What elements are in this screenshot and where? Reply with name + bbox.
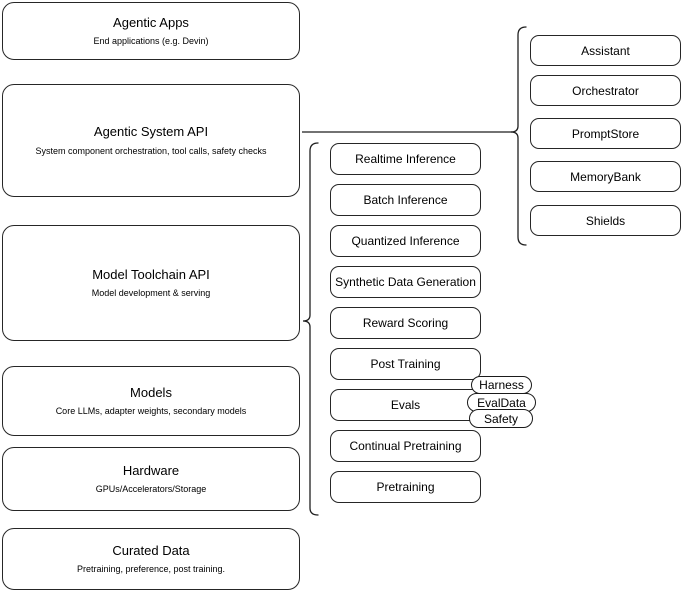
layer-title: Agentic System API [93, 124, 209, 140]
system-item-orchestrator[interactable]: Orchestrator [530, 75, 681, 106]
layer-title: Model Toolchain API [92, 266, 210, 282]
layer-title: Models [130, 384, 172, 400]
system-item-label: Assistant [581, 43, 630, 58]
evals-sub-label: EvalData [477, 395, 526, 410]
system-item-shields[interactable]: Shields [530, 205, 681, 236]
layer-agentic-apps[interactable]: Agentic Apps End applications (e.g. Devi… [2, 2, 300, 60]
layer-title: Curated Data [112, 542, 190, 558]
layer-model-toolchain-api[interactable]: Model Toolchain API Model development & … [2, 225, 300, 341]
evals-sub-label: Harness [479, 378, 524, 392]
system-item-memorybank[interactable]: MemoryBank [530, 161, 681, 192]
layer-models[interactable]: Models Core LLMs, adapter weights, secon… [2, 366, 300, 436]
layer-subtitle: GPUs/Accelerators/Storage [95, 484, 207, 494]
layer-title: Agentic Apps [113, 14, 189, 30]
system-brace-icon [510, 26, 527, 246]
layer-title: Hardware [122, 462, 180, 478]
toolchain-item-label: Evals [390, 398, 421, 412]
evals-sub-harness[interactable]: Harness [471, 376, 532, 394]
layer-agentic-system-api[interactable]: Agentic System API System component orch… [2, 84, 300, 197]
system-item-label: PromptStore [571, 126, 640, 141]
layer-subtitle: Model development & serving [91, 288, 211, 298]
evals-sub-label: Safety [483, 411, 519, 426]
system-item-assistant[interactable]: Assistant [530, 35, 681, 66]
toolchain-item-post-training[interactable]: Post Training [330, 348, 481, 380]
system-item-label: Shields [585, 213, 626, 228]
toolchain-item-batch-inference[interactable]: Batch Inference [330, 184, 481, 216]
toolchain-brace-icon [302, 142, 319, 516]
layer-subtitle: End applications (e.g. Devin) [93, 36, 209, 46]
toolchain-item-realtime-inference[interactable]: Realtime Inference [330, 143, 481, 175]
evals-sub-safety[interactable]: Safety [469, 409, 533, 428]
toolchain-item-synthetic-data-generation[interactable]: Synthetic Data Generation [330, 266, 481, 298]
layer-subtitle: Pretraining, preference, post training. [76, 564, 226, 574]
toolchain-item-evals[interactable]: Evals [330, 389, 481, 421]
layer-subtitle: System component orchestration, tool cal… [35, 145, 267, 156]
toolchain-item-label: Pretraining [376, 480, 435, 494]
toolchain-item-label: Continual Pretraining [349, 439, 462, 453]
toolchain-item-continual-pretraining[interactable]: Continual Pretraining [330, 430, 481, 462]
system-item-promptstore[interactable]: PromptStore [530, 118, 681, 149]
toolchain-item-reward-scoring[interactable]: Reward Scoring [330, 307, 481, 339]
system-item-label: MemoryBank [570, 169, 641, 184]
layer-hardware[interactable]: Hardware GPUs/Accelerators/Storage [2, 447, 300, 511]
toolchain-item-label: Realtime Inference [355, 152, 456, 166]
toolchain-item-pretraining[interactable]: Pretraining [330, 471, 481, 503]
layer-curated-data[interactable]: Curated Data Pretraining, preference, po… [2, 528, 300, 590]
toolchain-item-label: Reward Scoring [362, 316, 449, 330]
toolchain-item-label: Batch Inference [363, 193, 448, 207]
toolchain-item-label: Post Training [370, 357, 441, 371]
toolchain-item-quantized-inference[interactable]: Quantized Inference [330, 225, 481, 257]
toolchain-item-label: Synthetic Data Generation [335, 275, 476, 289]
layer-subtitle: Core LLMs, adapter weights, secondary mo… [55, 406, 247, 416]
system-item-label: Orchestrator [572, 83, 639, 98]
toolchain-item-label: Quantized Inference [351, 234, 460, 248]
